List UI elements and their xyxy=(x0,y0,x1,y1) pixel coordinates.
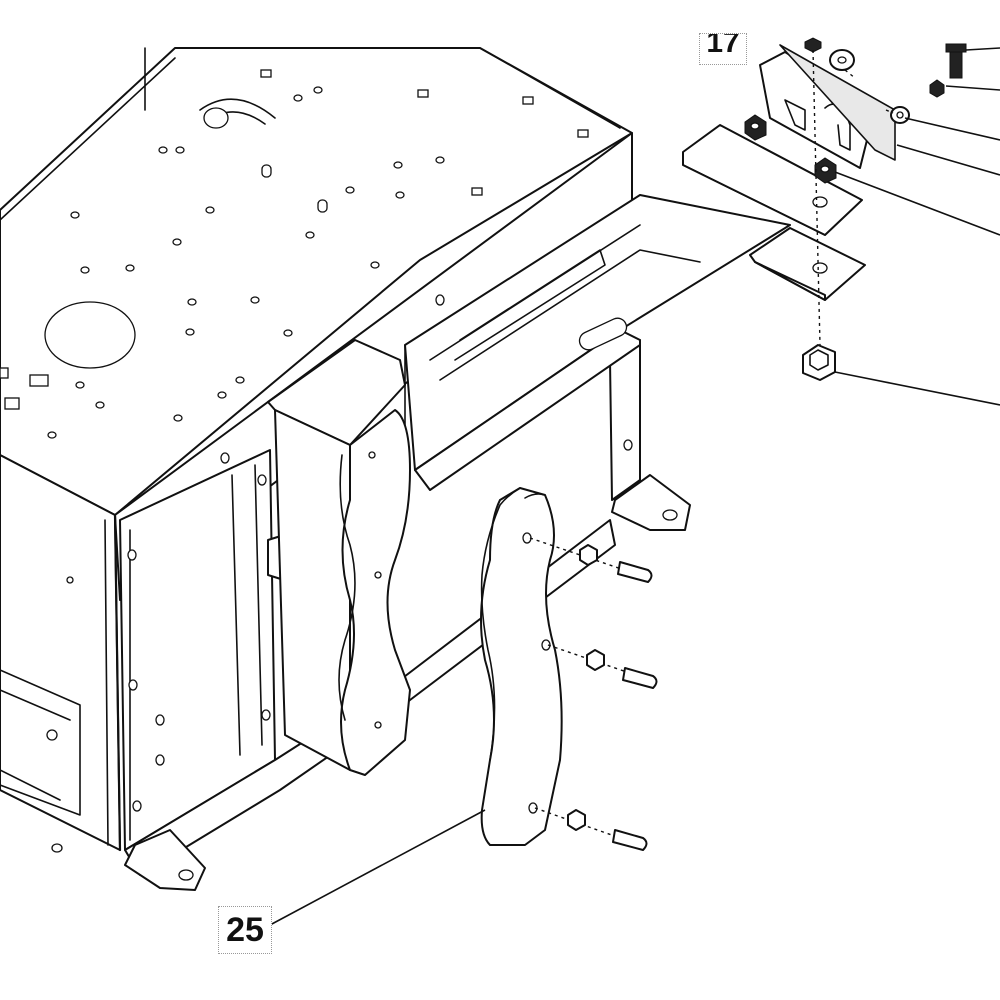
left-bracket-assembly xyxy=(267,339,411,776)
upper-mounting-plates xyxy=(682,37,967,381)
part-25-shaped-plate xyxy=(480,487,563,846)
callout-label-25: 25 xyxy=(218,906,272,954)
part-25-fasteners xyxy=(529,537,658,851)
leader-lines xyxy=(269,47,1000,926)
channel-beam xyxy=(404,194,791,491)
callout-label-top-partial: 17 xyxy=(699,33,747,65)
mounting-feet xyxy=(124,474,691,891)
